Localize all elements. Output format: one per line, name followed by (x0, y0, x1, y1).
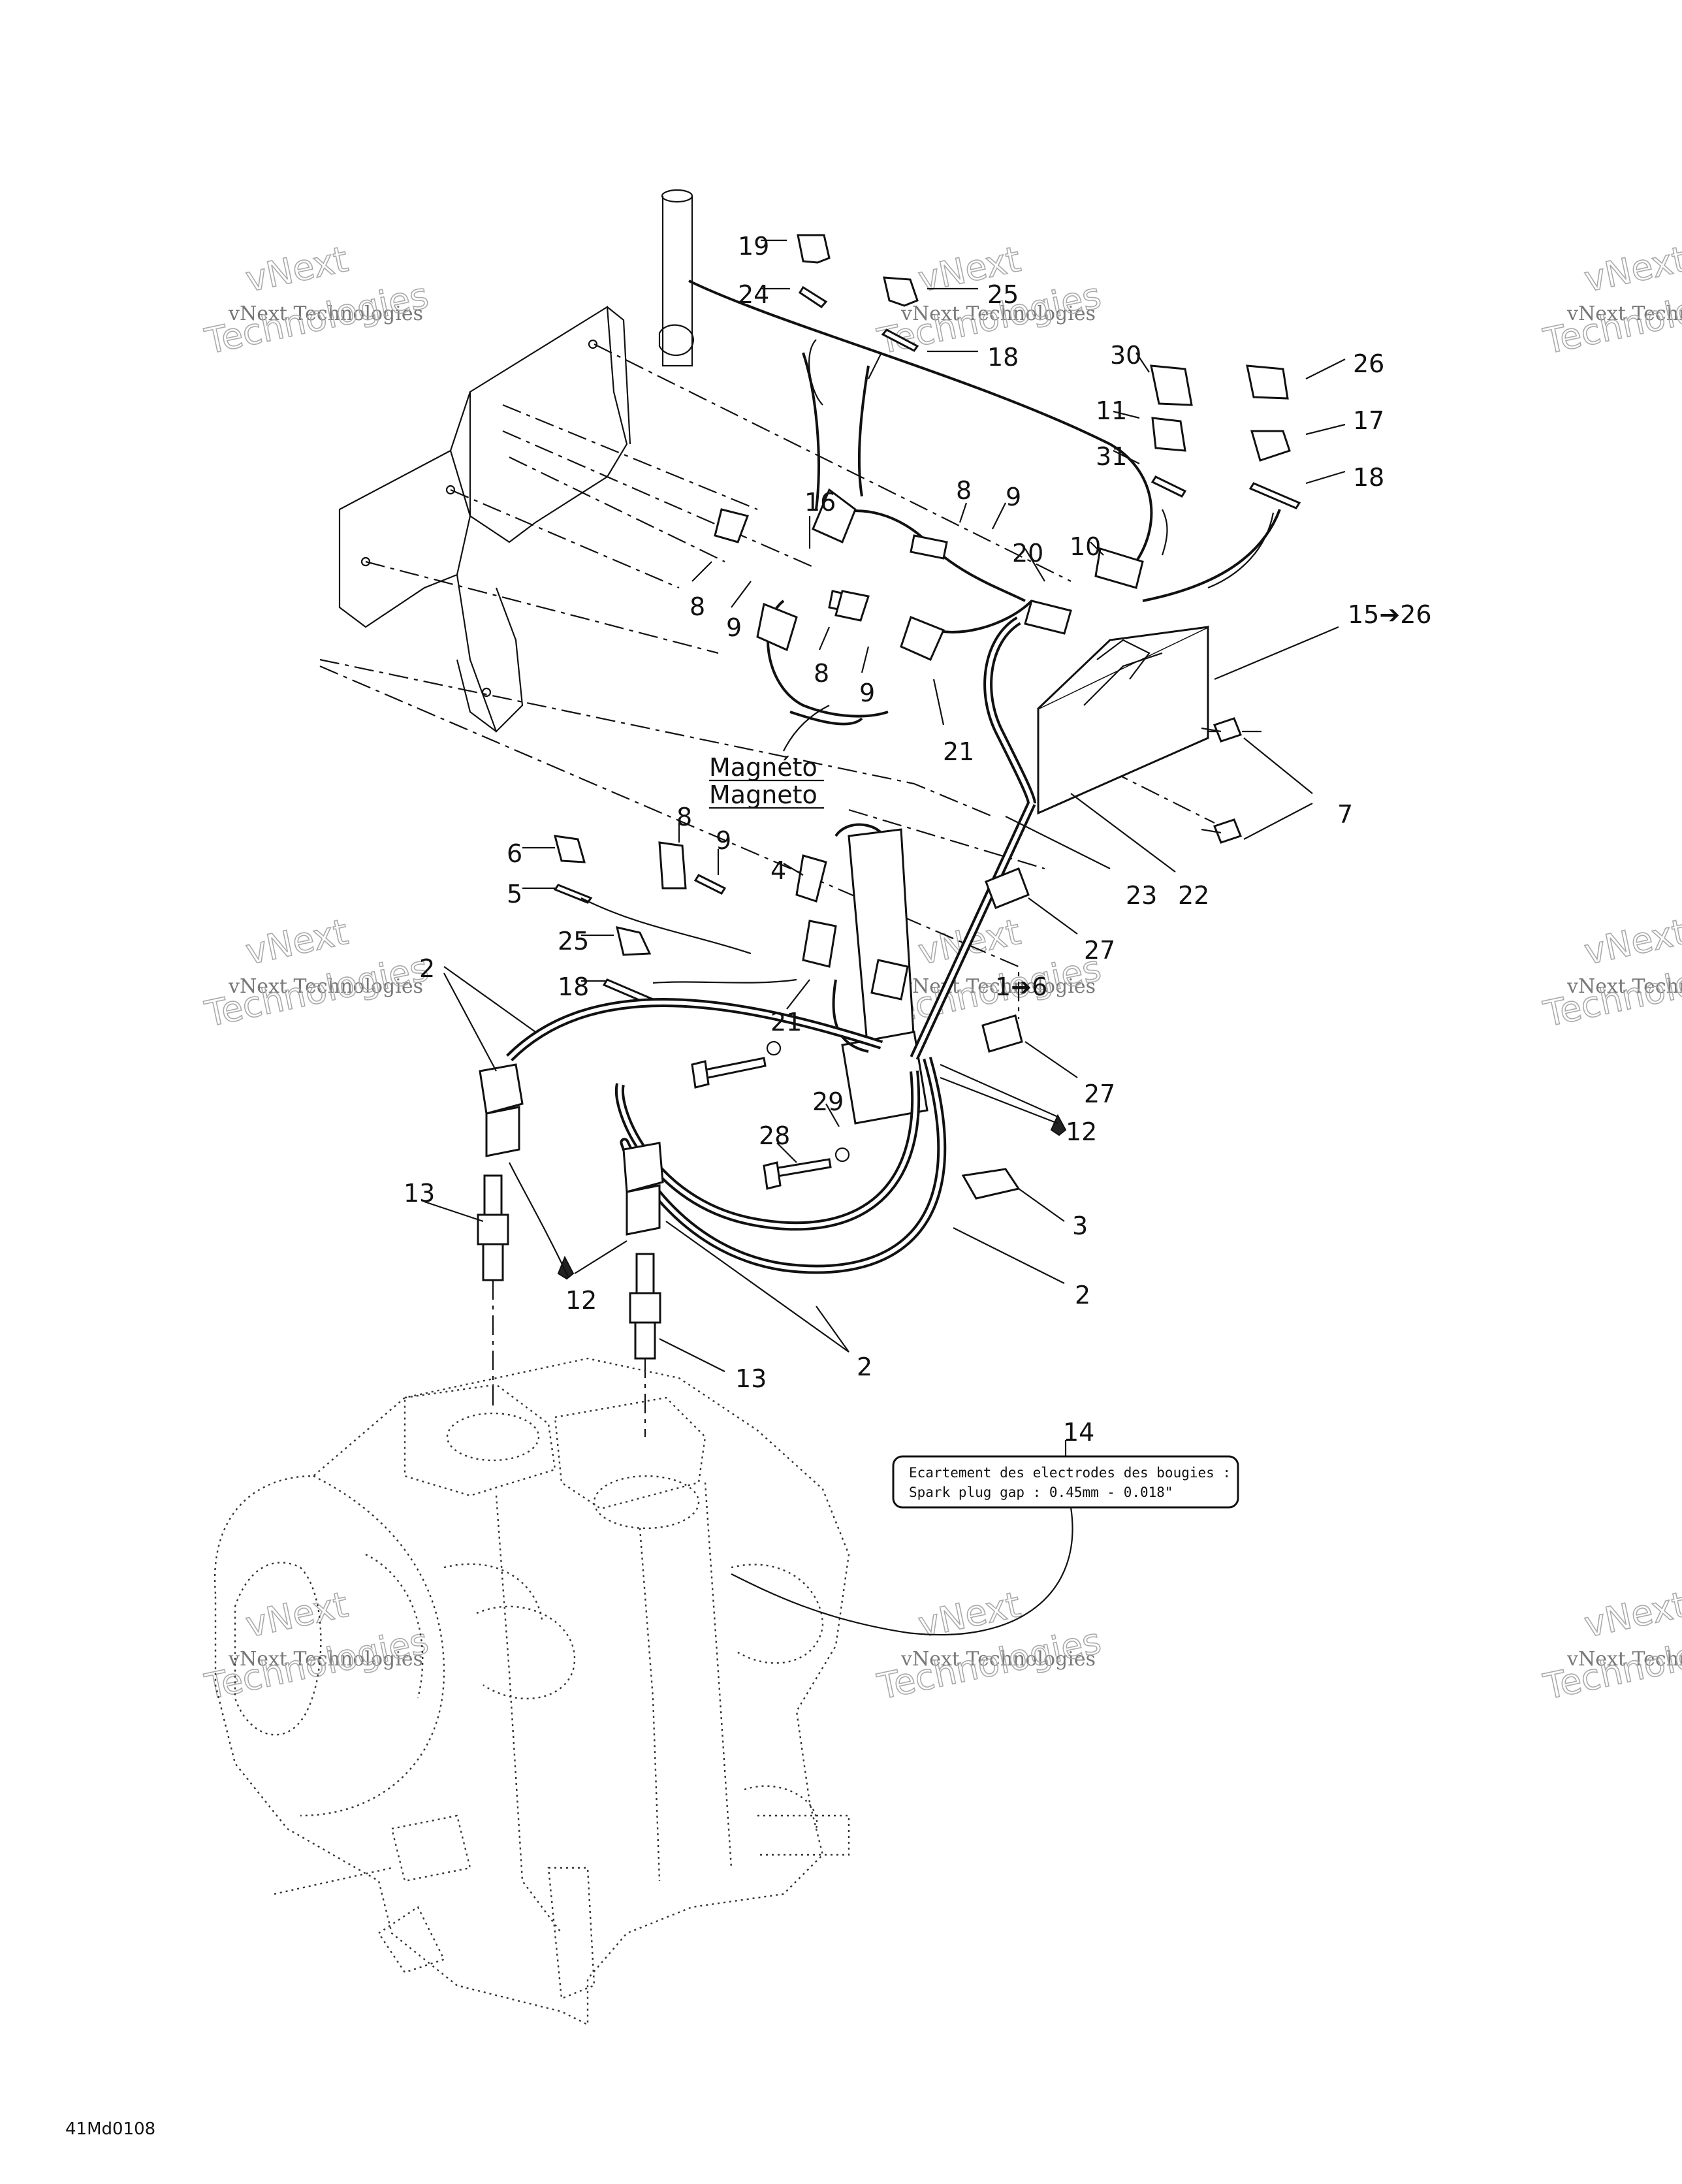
decal-line2: Spark plug gap : 0.45mm - 0.018" (909, 1485, 1173, 1500)
callout-c4: 4 (770, 856, 786, 885)
callout-c12a: 12 (1066, 1117, 1097, 1146)
callout-c23: 23 (1126, 881, 1157, 910)
watermark-small: vNext Technologies (900, 302, 1096, 325)
watermark-small: vNext Technologies (1566, 302, 1682, 325)
callout-c16x: 1➔6 (995, 972, 1047, 1001)
callout-c7: 7 (1337, 800, 1353, 829)
spark-plugs (477, 1114, 1067, 1437)
callout-c21b: 21 (770, 1008, 802, 1036)
callout-c13a: 13 (404, 1179, 435, 1208)
wiring-harness (688, 280, 1281, 804)
watermark-big-2: Technologies (201, 275, 432, 362)
callout-c18c: 18 (558, 972, 589, 1001)
callout-c28: 28 (759, 1121, 790, 1150)
callout-c1526: 15➔26 (1348, 600, 1432, 629)
callout-c9c: 9 (859, 679, 875, 707)
callout-c2b: 2 (1075, 1281, 1090, 1309)
ht-cables (479, 998, 947, 1274)
watermark-big-1: vNext (242, 911, 351, 972)
assembly-lines (319, 344, 1267, 1019)
callout-c3: 3 (1072, 1212, 1088, 1240)
magneto-label-fr: Magnéto (709, 753, 817, 782)
callout-c17: 17 (1353, 406, 1384, 435)
watermark-big-1: vNext (242, 238, 351, 300)
callout-c30: 30 (1110, 341, 1141, 370)
watermark-small: vNext Technologies (1566, 1648, 1682, 1671)
watermark-small: vNext Technologies (228, 975, 423, 998)
callout-c26: 26 (1353, 349, 1384, 378)
callout-c16: 16 (804, 488, 836, 517)
leader-lines (424, 239, 1346, 1372)
callout-c18b: 18 (1353, 463, 1384, 492)
callout-c9d: 9 (716, 826, 731, 855)
watermark-small: vNext Technologies (900, 1648, 1096, 1671)
callout-c25b: 25 (558, 927, 589, 956)
watermark-big-1: vNext (1581, 911, 1682, 972)
callout-c8b: 8 (690, 592, 705, 621)
callout-c11: 11 (1096, 396, 1127, 425)
callout-c19: 19 (738, 232, 769, 261)
watermark-small: vNext Technologies (900, 975, 1096, 998)
drawing-code: 41Md0108 (65, 2119, 155, 2139)
watermark-small: vNext Technologies (1566, 975, 1682, 998)
callout-c31: 31 (1096, 442, 1127, 471)
callout-c2c: 2 (857, 1353, 872, 1381)
callout-c9a: 9 (1006, 483, 1021, 511)
callout-c12b: 12 (565, 1286, 597, 1315)
callout-c20: 20 (1012, 539, 1043, 568)
watermark-big-2: Technologies (201, 948, 432, 1035)
watermark-big-1: vNext (1581, 238, 1682, 300)
callout-c24: 24 (738, 280, 769, 309)
decal-line1: Ecartement des electrodes des bougies : (909, 1465, 1231, 1481)
watermark-big-1: vNext (915, 1584, 1024, 1645)
callout-c21a: 21 (943, 737, 974, 766)
callout-c2a: 2 (419, 954, 435, 983)
cdi-module (1037, 625, 1313, 844)
small-parts (553, 835, 1021, 1200)
callout-c27a: 27 (1084, 936, 1115, 965)
callout-c9b: 9 (726, 613, 742, 642)
callout-c6: 6 (507, 839, 522, 868)
callout-c25a: 25 (987, 280, 1019, 309)
magneto-label-en: Magneto (709, 780, 817, 809)
spark-plug-decal: Ecartement des electrodes des bougies : … (731, 1440, 1239, 1636)
callout-c18a: 18 (987, 343, 1019, 372)
callout-c8c: 8 (814, 659, 829, 688)
ignition-coil (795, 801, 1036, 1125)
callout-c29: 29 (812, 1087, 844, 1116)
watermark-small: vNext Technologies (228, 1648, 423, 1671)
callout-c22: 22 (1178, 881, 1209, 910)
callout-c8a: 8 (956, 476, 972, 505)
callout-c14: 14 (1063, 1418, 1094, 1447)
callout-c13b: 13 (735, 1364, 767, 1393)
callout-c8d: 8 (676, 803, 692, 831)
callout-c10: 10 (1070, 532, 1101, 561)
top-connectors (797, 234, 1301, 509)
engine-outline (214, 1357, 850, 2026)
watermark-big-2: Technologies (201, 1620, 432, 1708)
magneto-label: Magnéto Magneto (709, 705, 830, 809)
watermark-small: vNext Technologies (228, 302, 423, 325)
watermark-big-1: vNext (1581, 1584, 1682, 1645)
callout-c27b: 27 (1084, 1080, 1115, 1108)
callout-c5: 5 (507, 880, 522, 908)
watermark-big-1: vNext (242, 1584, 351, 1645)
